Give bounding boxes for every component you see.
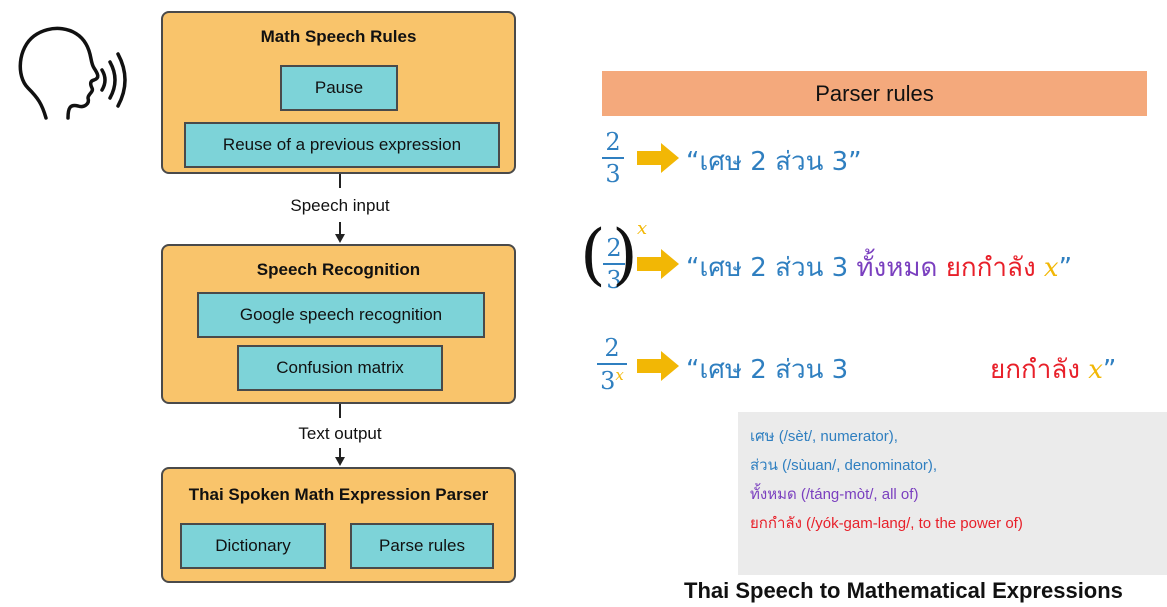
speech-recognition-title: Speech Recognition	[256, 260, 421, 279]
rule-3-denominator: 3	[600, 367, 616, 395]
rule-3-fraction-bar	[597, 363, 627, 365]
rule-3-pow-word: ยกกำลัง	[990, 355, 1080, 385]
rule-3-numerator: 2	[604, 334, 620, 362]
connector-line-2b	[339, 448, 341, 460]
rule-1-denominator: 3	[605, 160, 621, 188]
speech-recognition-block: Speech Recognition Google speech recogni…	[161, 244, 516, 404]
rule-2-num-word: 2	[750, 253, 767, 283]
pause-box: Pause	[280, 65, 398, 111]
rule-2-fraction-bar	[603, 263, 625, 265]
connector-line-2a	[339, 404, 341, 418]
google-speech-recognition-box: Google speech recognition	[197, 292, 485, 338]
rule-1-close-quote: ”	[848, 147, 862, 177]
rule-2-den-word: 3	[831, 253, 849, 283]
rule-3-den-power: x	[615, 366, 624, 384]
rule-2-right-paren: )	[612, 216, 638, 293]
rule-3-var: x	[1088, 355, 1103, 385]
rule-2-set-word: เศษ	[699, 253, 743, 283]
rule-1-num-word: 2	[750, 147, 767, 177]
glossary-box: เศษ (/sèt/, numerator), ส่วน (/sùuan/, d…	[738, 412, 1167, 575]
glossary-item-suan: ส่วน (/sùuan/, denominator),	[750, 457, 938, 474]
rule-1-set-word: เศษ	[699, 147, 743, 177]
parser-rules-header: Parser rules	[602, 71, 1147, 116]
rule-3-speech-tail: ยกกำลัง x”	[990, 349, 1116, 390]
rule-3-open-quote: “	[686, 355, 700, 385]
rule-3-set-word: เศษ	[699, 355, 743, 385]
rule-3-num-word: 2	[750, 355, 767, 385]
speech-input-label: Speech input	[290, 196, 390, 215]
math-speech-rules-title: Math Speech Rules	[260, 27, 417, 46]
text-output-label: Text output	[298, 424, 382, 443]
rule-3-speech: “เศษ 2 ส่วน 3	[686, 349, 848, 390]
parse-rules-box: Parse rules	[350, 523, 494, 569]
rule-2-all-word: ทั้งหมด	[856, 253, 938, 283]
rule-2-speech: “เศษ 2 ส่วน 3 ทั้งหมด ยกกำลัง x”	[686, 247, 1072, 288]
rule-2-left-paren: (	[580, 216, 606, 293]
rule-1-numerator: 2	[605, 128, 621, 156]
rule-1-den-word: 3	[831, 147, 849, 177]
math-expression-parser-block: Thai Spoken Math Expression Parser Dicti…	[161, 467, 516, 583]
math-speech-rules-block: Math Speech Rules Pause Reuse of a previ…	[161, 11, 516, 174]
rule-1-open-quote: “	[686, 147, 700, 177]
rule-2-open-quote: “	[686, 253, 700, 283]
rule-3-fraction: 2 3x	[597, 336, 627, 393]
figure-caption: Thai Speech to Mathematical Expressions	[684, 578, 1123, 603]
rule-2-arrow-icon	[637, 249, 679, 279]
rule-1-fraction-bar	[602, 157, 624, 159]
rule-2-pow-word: ยกกำลัง	[945, 253, 1036, 283]
connector-arrowhead-1	[335, 234, 345, 243]
rule-2-denominator: 3	[606, 266, 622, 294]
reuse-expression-box: Reuse of a previous expression	[184, 122, 500, 168]
rule-1-arrow-icon	[637, 143, 679, 173]
rule-2-var: x	[1043, 253, 1059, 283]
rule-3-arrow-icon	[637, 351, 679, 381]
rule-3-suan-word: ส่วน	[775, 355, 824, 385]
glossary-item-power: ยกกำลัง (/yók-gam-lang/, to the power of…	[750, 515, 1023, 532]
rule-3-den-word: 3	[831, 355, 849, 385]
connector-line-1b	[339, 222, 341, 236]
speaking-head-icon	[18, 26, 127, 120]
confusion-matrix-box: Confusion matrix	[237, 345, 443, 391]
dictionary-box: Dictionary	[180, 523, 326, 569]
rule-2-suan-word: ส่วน	[775, 253, 824, 283]
rule-1-suan-word: ส่วน	[775, 147, 824, 177]
rule-2-power: x	[637, 218, 648, 239]
rule-2-numerator: 2	[606, 234, 622, 262]
rule-2-close-quote: ”	[1058, 253, 1073, 283]
rule-2-fraction: 2 3	[603, 236, 625, 292]
connector-line-1a	[339, 174, 341, 188]
glossary-item-set: เศษ (/sèt/, numerator),	[750, 428, 898, 445]
parser-title: Thai Spoken Math Expression Parser	[188, 485, 489, 504]
glossary-item-all: ทั้งหมด (/táng-mòt/, all of)	[750, 486, 919, 503]
rule-1-speech: “เศษ 2 ส่วน 3”	[686, 141, 862, 182]
rule-3-close-quote: ”	[1102, 355, 1117, 385]
rule-1-fraction: 2 3	[602, 130, 624, 186]
connector-arrowhead-2	[335, 457, 345, 466]
rule-3-denominator-group: 3x	[600, 366, 624, 395]
